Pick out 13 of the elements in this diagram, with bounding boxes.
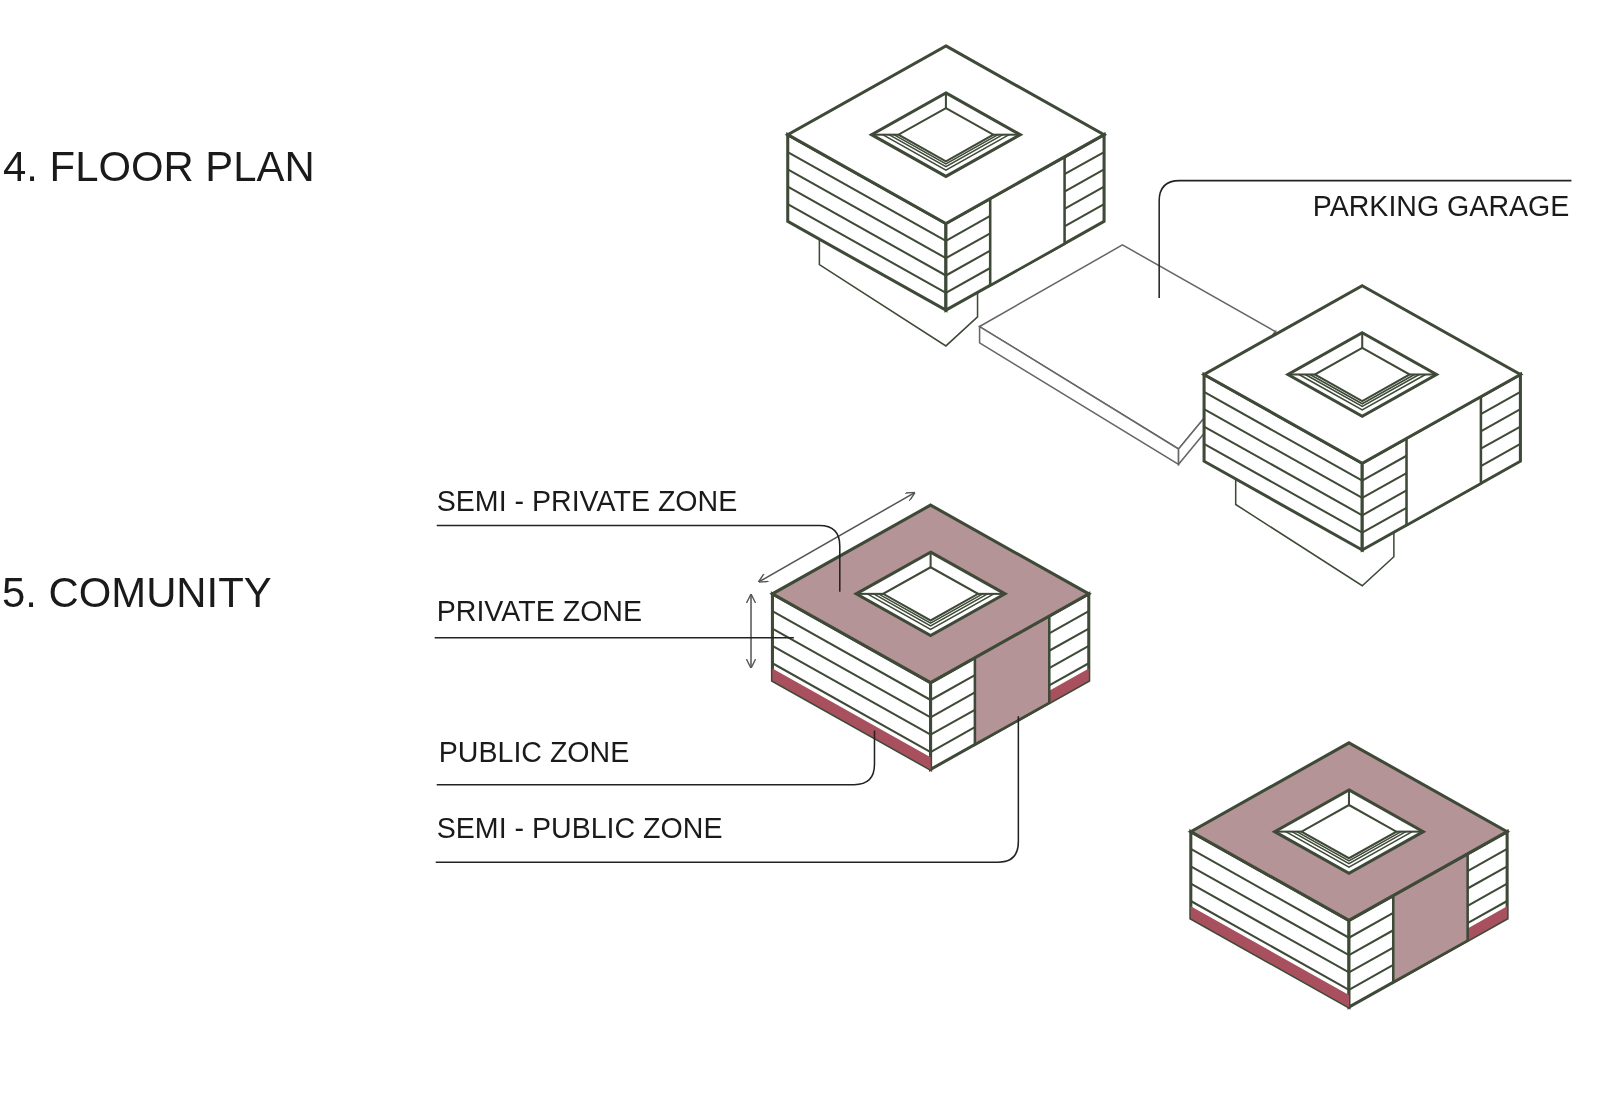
zone-label: PARKING GARAGE	[1312, 192, 1570, 222]
section-title: 5. COMUNITY	[2, 572, 272, 615]
zone-label: SEMI - PUBLIC ZONE	[436, 814, 723, 843]
leader-line	[434, 715, 1020, 863]
zone-label: PRIVATE ZONE	[436, 597, 643, 627]
leader-line	[435, 524, 841, 593]
zone-label: SEMI - PRIVATE ZONE	[436, 487, 738, 517]
parking-slab	[978, 244, 1277, 467]
zone-label: PUBLIC ZONE	[438, 738, 630, 768]
leader-line	[433, 637, 795, 639]
leader-line	[435, 729, 876, 786]
leader-line	[1158, 179, 1573, 299]
section-title: 4. FLOOR PLAN	[3, 145, 315, 188]
